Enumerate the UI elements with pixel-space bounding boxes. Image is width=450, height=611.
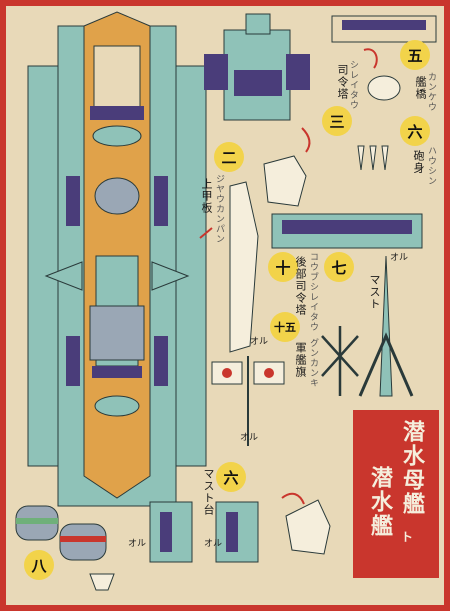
title-particle: ト <box>401 530 414 544</box>
fold-mark: オル <box>128 539 147 549</box>
part-ten-shape <box>271 213 423 249</box>
part-five-shape <box>331 15 437 101</box>
part-label: マスト <box>368 274 381 310</box>
part-number-badge: 六 <box>400 116 430 146</box>
mast-base-shapes <box>149 499 331 563</box>
fold-mark: オル <box>390 253 409 263</box>
part-number-badge: 十五 <box>270 312 300 342</box>
part-number-badge: 三 <box>322 106 352 136</box>
part-label: 上甲板 <box>200 178 213 214</box>
part-ruby: ハウシン <box>426 146 436 186</box>
cut-arrows <box>199 48 378 505</box>
title-line-1: 潜水母艦 <box>399 420 425 516</box>
part-label: マスト台 <box>202 468 215 516</box>
part-label: 砲身 <box>412 150 425 174</box>
mast-small <box>321 326 359 396</box>
part-eight-shapes <box>15 505 115 591</box>
ship-parts-drawing <box>15 11 437 591</box>
part-two-shape <box>229 155 307 353</box>
part-number-badge: 十 <box>268 252 298 282</box>
part-label: 艦橋 <box>414 76 427 100</box>
part-ruby: カンケウ <box>426 72 436 112</box>
fold-mark: オル <box>204 539 223 549</box>
part-number-badge: 二 <box>214 142 244 172</box>
part-fifteen-flags <box>211 356 285 446</box>
fold-mark: オル <box>240 433 259 443</box>
part-label: 司令塔 <box>336 64 349 100</box>
part-number-badge: 七 <box>324 252 354 282</box>
part-label: 軍艦旗 <box>294 342 307 378</box>
part-number-badge: 六 <box>216 462 246 492</box>
hull-top-view <box>27 11 207 507</box>
part-ruby: グンカンキ <box>308 338 318 388</box>
part-number-badge: 五 <box>400 40 430 70</box>
title-box: 潜水母艦 ト 潜水艦 <box>353 410 439 578</box>
fold-mark: オル <box>250 337 269 347</box>
part-six-shape <box>357 145 389 171</box>
part-ruby: コウブシレイタウ <box>308 252 318 332</box>
part-ruby: ジヤウカンパン <box>214 174 224 244</box>
title-line-2: 潜水艦 <box>367 466 393 538</box>
part-number-badge: 八 <box>24 550 54 580</box>
part-ruby: シレイタウ <box>348 60 358 110</box>
part-label: 後部司令塔 <box>294 256 307 316</box>
part-three-shape <box>204 13 310 121</box>
cutout-sheet: 五 艦橋 カンケウ 六 砲身 ハウシン 三 司令塔 シレイタウ 二 上甲板 ジヤ… <box>6 6 444 605</box>
part-seven-mast <box>358 255 414 397</box>
